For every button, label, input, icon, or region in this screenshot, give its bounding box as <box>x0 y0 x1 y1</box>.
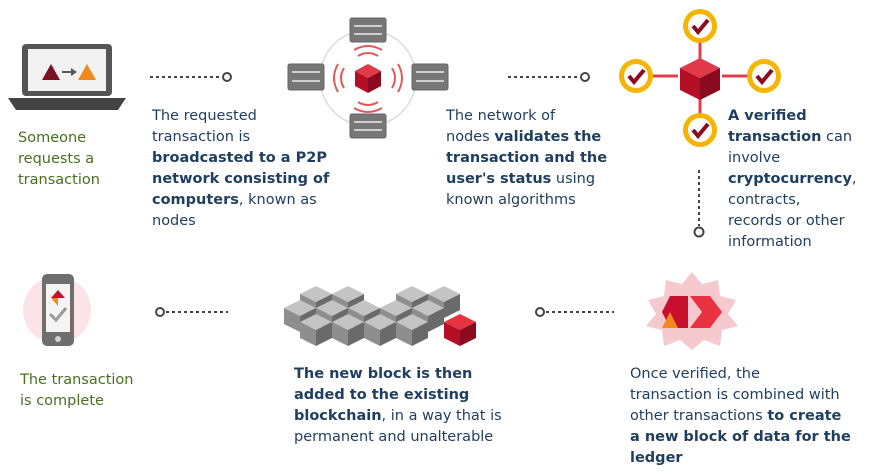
step4-text: A verified transaction can involve crypt… <box>728 108 857 250</box>
step3-text: The network of nodes validates the trans… <box>446 108 608 208</box>
chain-block <box>396 314 428 346</box>
network-nodes-icon <box>287 14 449 140</box>
step7-text: The transaction is complete <box>20 372 134 409</box>
new-chain-block <box>444 314 476 346</box>
chain-block <box>300 314 332 346</box>
new-block-icon <box>640 270 744 350</box>
connector-3 <box>692 170 706 242</box>
blockchain-icon <box>284 282 484 354</box>
connector-4 <box>534 306 614 318</box>
laptop-icon <box>8 40 126 112</box>
step1-text: Someone requests a transaction <box>18 130 100 188</box>
connector-5 <box>154 306 234 318</box>
step6-text: The new block is then added to the exist… <box>294 366 502 445</box>
chain-block <box>332 314 364 346</box>
phone-check-icon <box>20 268 94 352</box>
connector-1 <box>150 71 234 83</box>
step2-text: The requested transaction is broadcasted… <box>152 108 330 229</box>
chain-block <box>364 314 396 346</box>
validation-icon <box>614 6 784 152</box>
connector-2 <box>508 71 592 83</box>
step5-text: Once verified, the transaction is combin… <box>630 366 851 466</box>
